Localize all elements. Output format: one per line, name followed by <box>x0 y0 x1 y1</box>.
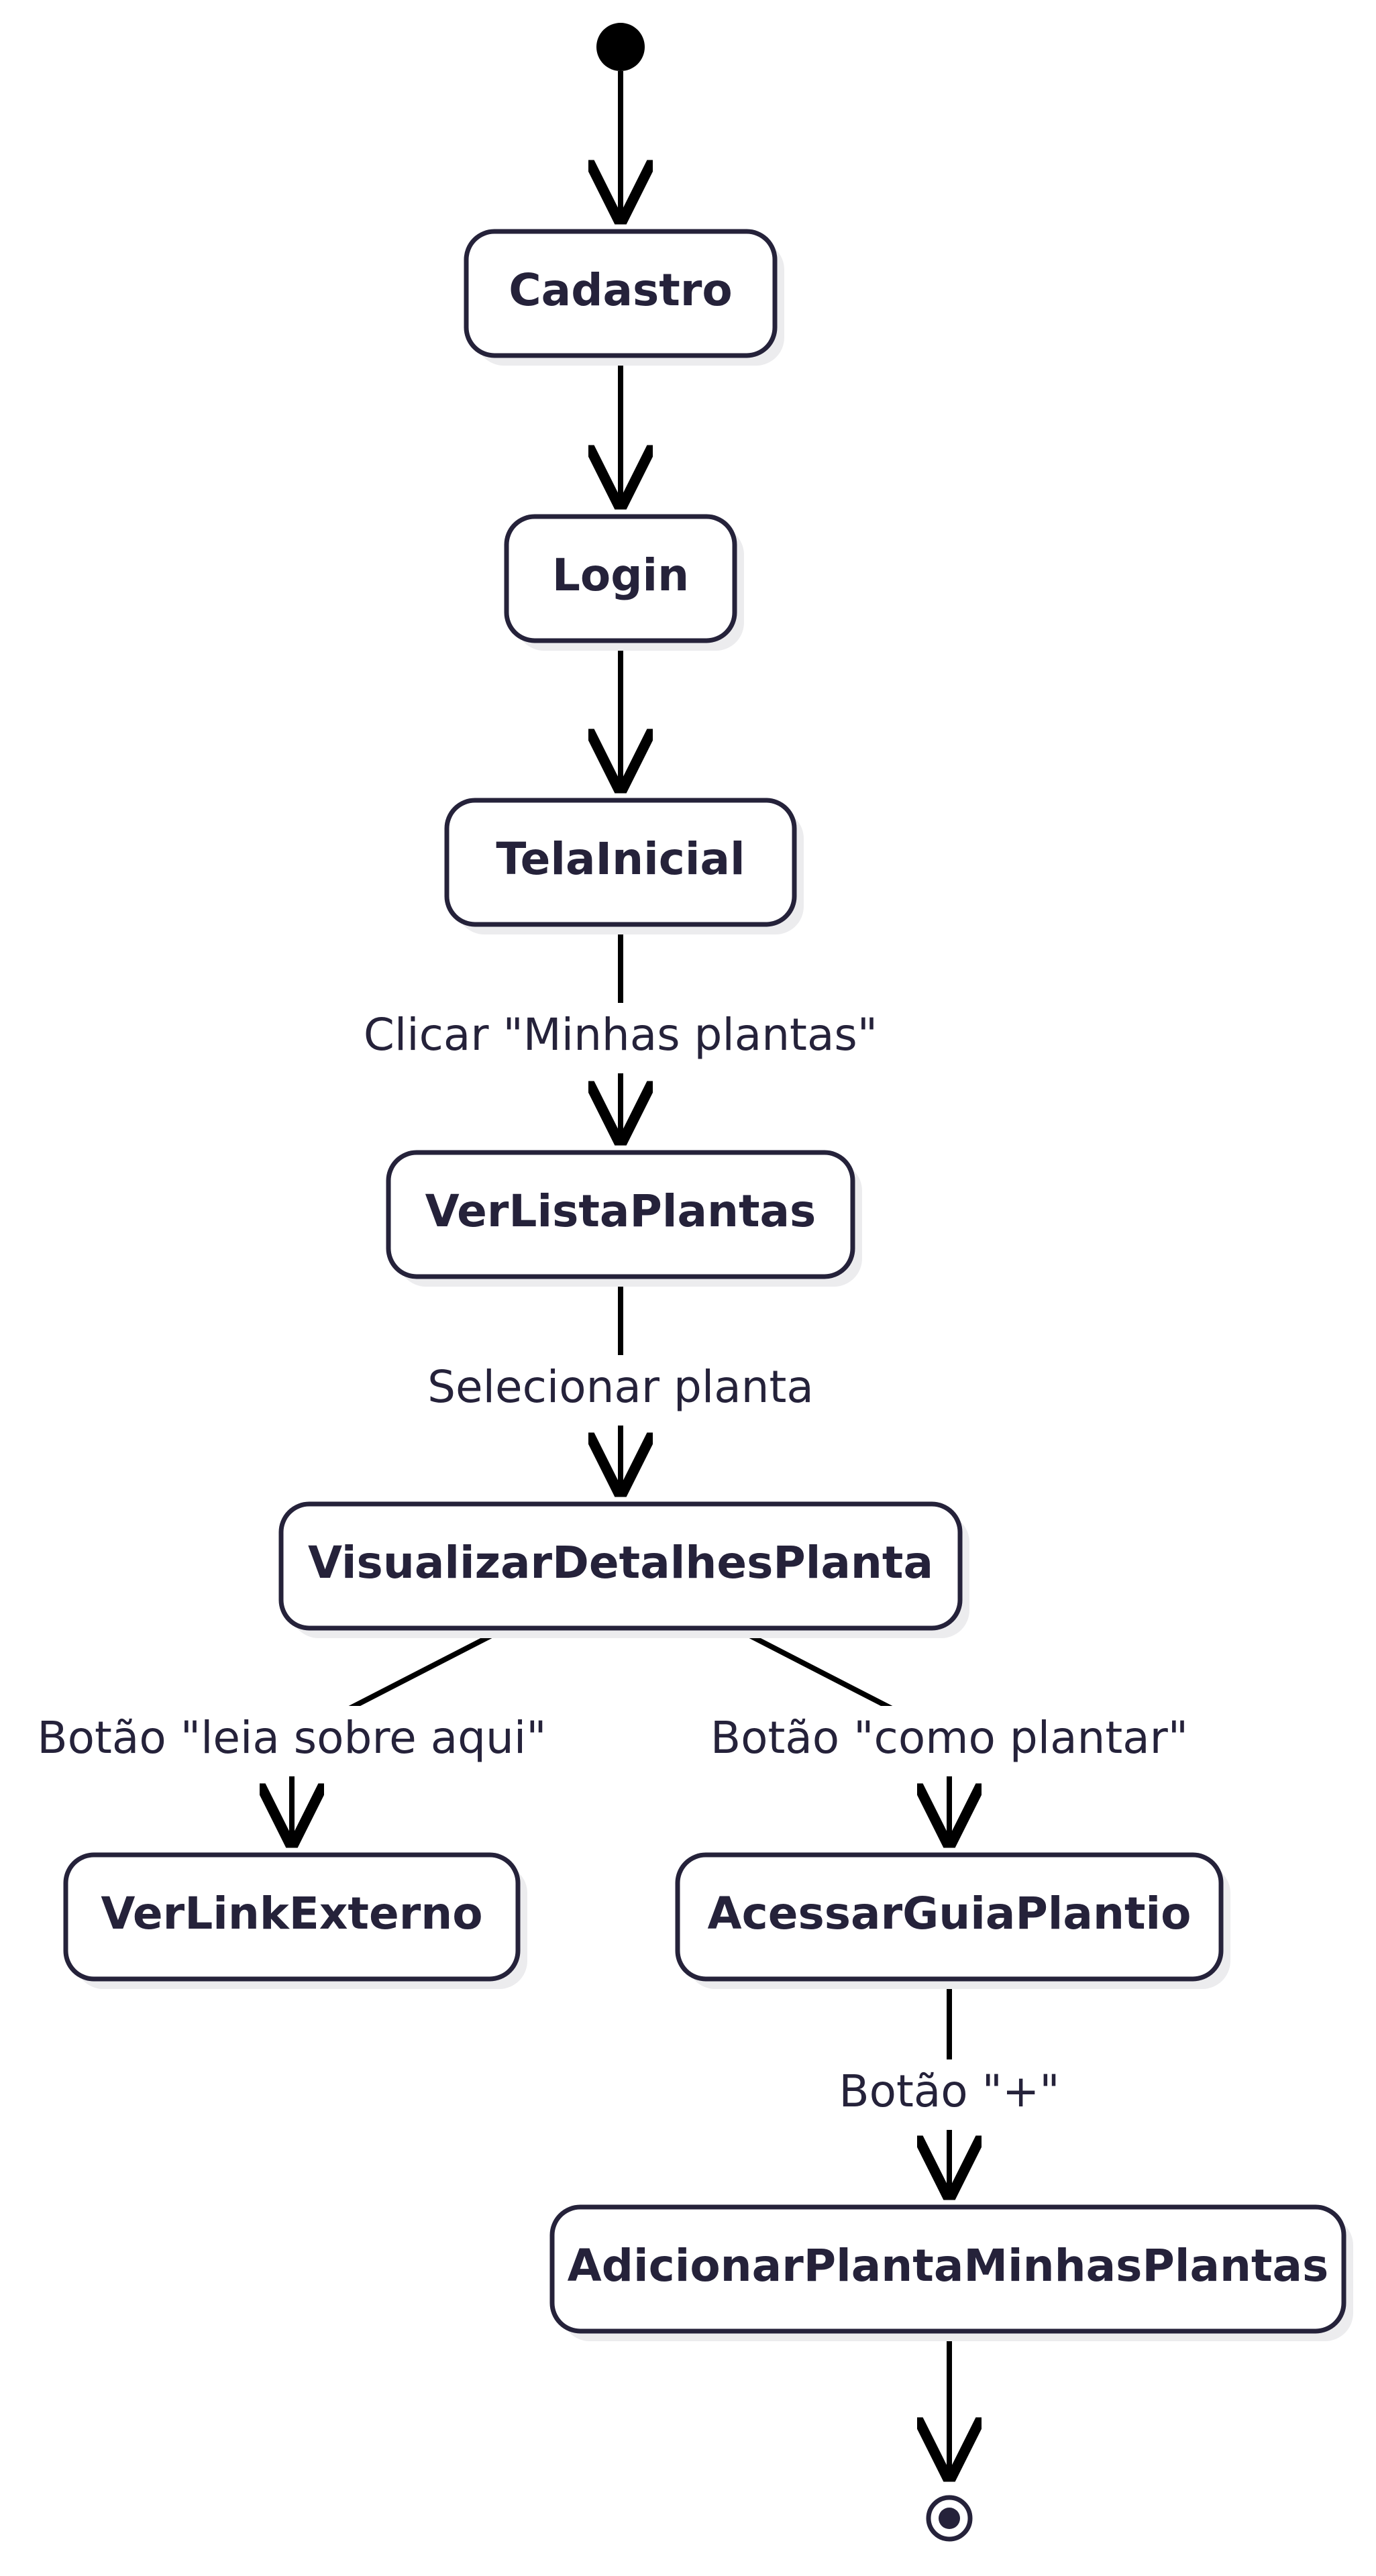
state-tela-inicial: TelaInicial <box>444 798 804 934</box>
state-login: Login <box>504 514 744 651</box>
state-acessar-guia-plantio: AcessarGuiaPlantio <box>675 1852 1230 1989</box>
label-clicar-minhas-plantas: Clicar "Minhas plantas" <box>364 1009 878 1061</box>
state-visualizar-detalhes-planta-label: VisualizarDetalhesPlanta <box>308 1537 933 1589</box>
state-ver-lista-plantas-label: VerListaPlantas <box>425 1185 816 1237</box>
state-ver-lista-plantas: VerListaPlantas <box>386 1150 862 1287</box>
state-adicionar-planta-label: AdicionarPlantaMinhasPlantas <box>568 2240 1329 2292</box>
state-ver-link-externo: VerLinkExterno <box>63 1852 527 1989</box>
state-adicionar-planta-minhas-plantas: AdicionarPlantaMinhasPlantas <box>549 2204 1353 2341</box>
label-botao-mais: Botão "+" <box>839 2065 1059 2117</box>
start-node <box>596 23 645 71</box>
label-selecionar-planta: Selecionar planta <box>427 1361 814 1413</box>
state-tela-inicial-label: TelaInicial <box>496 833 745 885</box>
state-acessar-guia-plantio-label: AcessarGuiaPlantio <box>708 1888 1192 1939</box>
state-login-label: Login <box>552 549 689 601</box>
state-visualizar-detalhes-planta: VisualizarDetalhesPlanta <box>278 1501 969 1638</box>
state-ver-link-externo-label: VerLinkExterno <box>101 1888 482 1939</box>
end-node <box>926 2495 973 2542</box>
label-botao-como-plantar: Botão "como plantar" <box>710 1712 1188 1764</box>
state-cadastro: Cadastro <box>464 229 784 366</box>
state-cadastro-label: Cadastro <box>509 264 732 316</box>
label-botao-leia-sobre: Botão "leia sobre aqui" <box>37 1712 546 1764</box>
